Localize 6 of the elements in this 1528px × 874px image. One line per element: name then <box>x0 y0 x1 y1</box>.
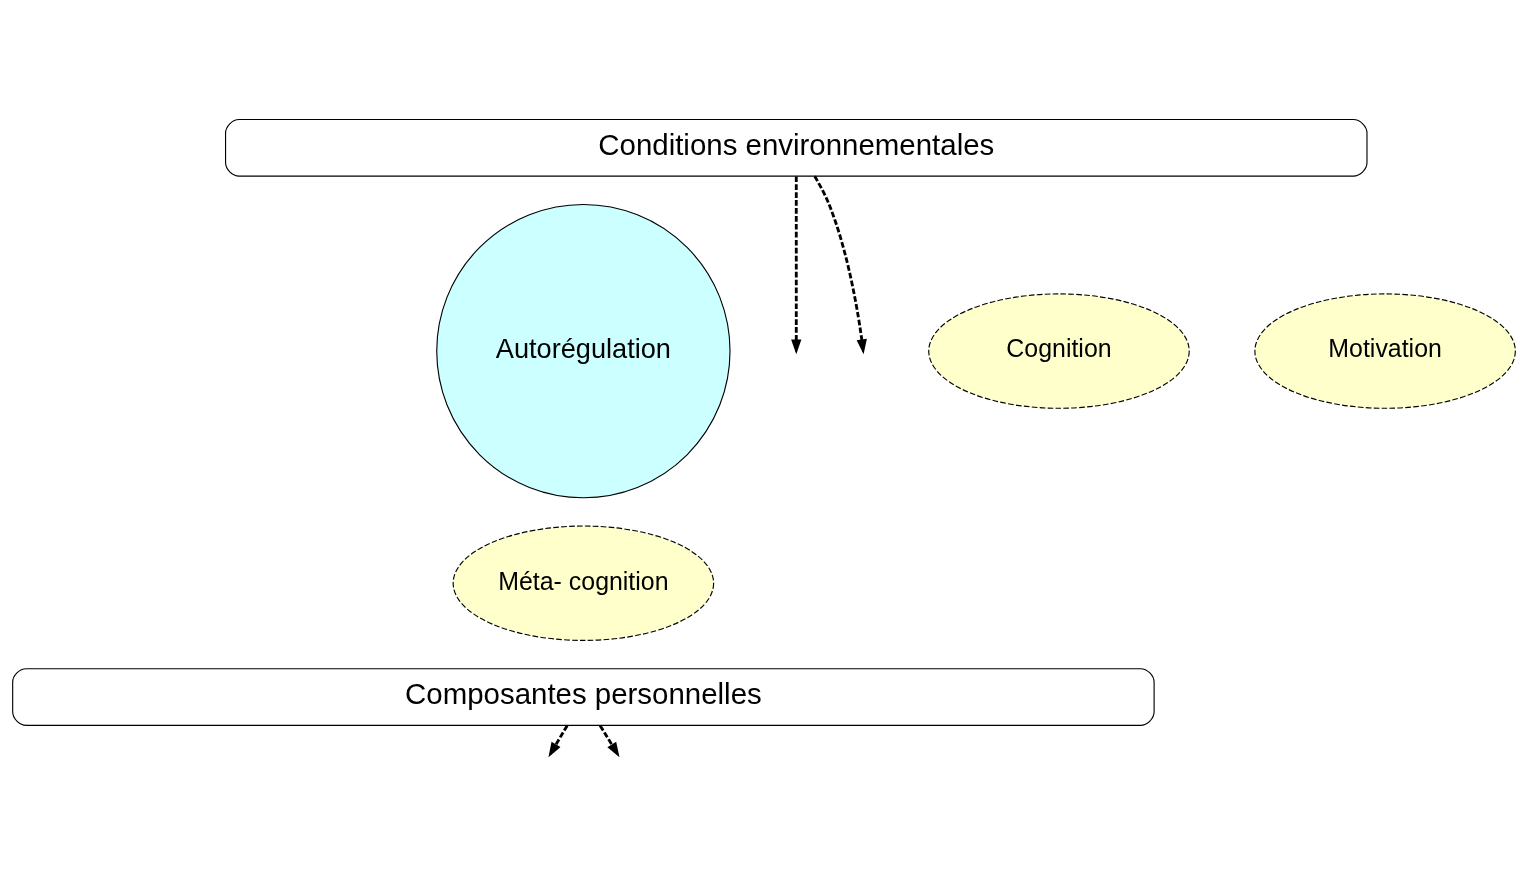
node-box: Composantes personnelles <box>12 668 1155 726</box>
node-ellipse: Cognition <box>928 293 1190 409</box>
node-box: Conditions environnementales <box>225 118 1368 177</box>
node-ellipse: Méta- cognition <box>452 525 715 641</box>
node-circle: Autorégulation <box>436 203 731 499</box>
node-ellipse: Motivation <box>1254 293 1516 409</box>
